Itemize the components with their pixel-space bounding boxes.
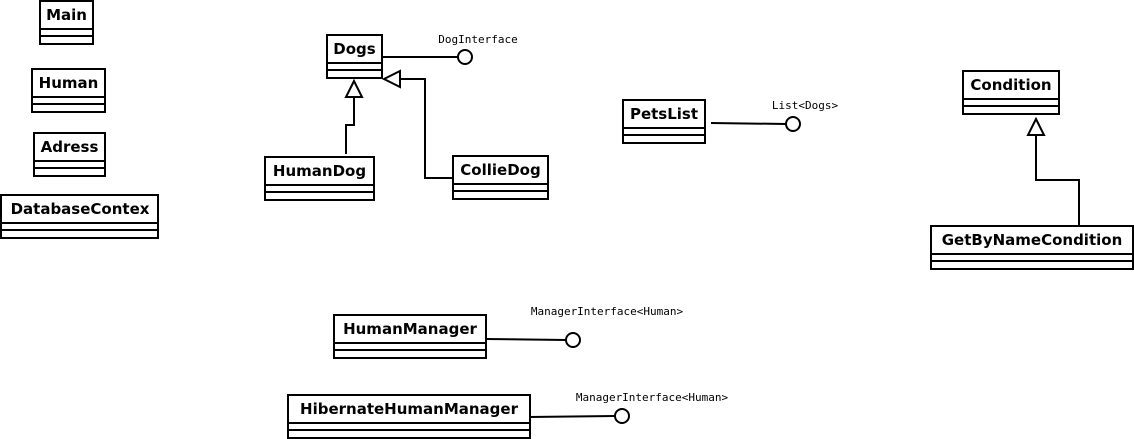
listdogs-lollipop bbox=[785, 116, 801, 132]
class-name: Condition bbox=[970, 76, 1051, 94]
mgr2-lollipop bbox=[614, 408, 630, 424]
class-condition[interactable]: Condition bbox=[962, 70, 1060, 115]
class-name: PetsList bbox=[630, 105, 698, 123]
generalization-arrowhead bbox=[1026, 116, 1046, 136]
mgr1-lollipop bbox=[565, 332, 581, 348]
class-humanmanager[interactable]: HumanManager bbox=[333, 314, 487, 359]
doginterface-realization bbox=[382, 49, 473, 65]
getbyname-generalization bbox=[1026, 116, 1080, 226]
class-databasecontex[interactable]: DatabaseContex bbox=[0, 194, 159, 239]
class-dogs[interactable]: Dogs bbox=[326, 34, 383, 79]
class-name: Adress bbox=[41, 138, 99, 156]
class-colliedog[interactable]: CollieDog bbox=[452, 155, 549, 200]
colliedog-generalization bbox=[381, 69, 453, 179]
class-name: Dogs bbox=[333, 40, 375, 58]
interface-label-mgr1: ManagerInterface<Human> bbox=[531, 305, 684, 318]
class-name: Human bbox=[39, 74, 99, 92]
class-name: HumanManager bbox=[343, 320, 477, 338]
class-name: HibernateHumanManager bbox=[300, 400, 519, 418]
class-name: GetByNameCondition bbox=[942, 231, 1123, 249]
class-main[interactable]: Main bbox=[39, 0, 94, 45]
class-name: CollieDog bbox=[460, 161, 540, 179]
class-adress[interactable]: Adress bbox=[33, 132, 106, 177]
interface-label-doginterface: DogInterface bbox=[438, 33, 517, 46]
mgr1-realization bbox=[485, 332, 581, 348]
class-name: Main bbox=[46, 6, 87, 24]
doginterface-lollipop bbox=[457, 49, 473, 65]
class-name: DatabaseContex bbox=[11, 200, 150, 218]
class-getbynamecondition[interactable]: GetByNameCondition bbox=[930, 225, 1134, 270]
mgr2-realization bbox=[528, 408, 630, 424]
listdogs-realization bbox=[710, 116, 801, 132]
interface-label-mgr2: ManagerInterface<Human> bbox=[576, 391, 729, 404]
class-name: HumanDog bbox=[273, 162, 366, 180]
class-hibernatehumanmanager[interactable]: HibernateHumanManager bbox=[287, 394, 531, 439]
humandog-generalization bbox=[344, 78, 364, 154]
interface-label-listdogs: List<Dogs> bbox=[772, 99, 839, 112]
generalization-arrowhead bbox=[344, 78, 364, 98]
class-human[interactable]: Human bbox=[31, 68, 106, 113]
generalization-arrowhead bbox=[381, 69, 401, 89]
class-petslist[interactable]: PetsList bbox=[622, 99, 706, 144]
class-humandog[interactable]: HumanDog bbox=[264, 156, 375, 201]
